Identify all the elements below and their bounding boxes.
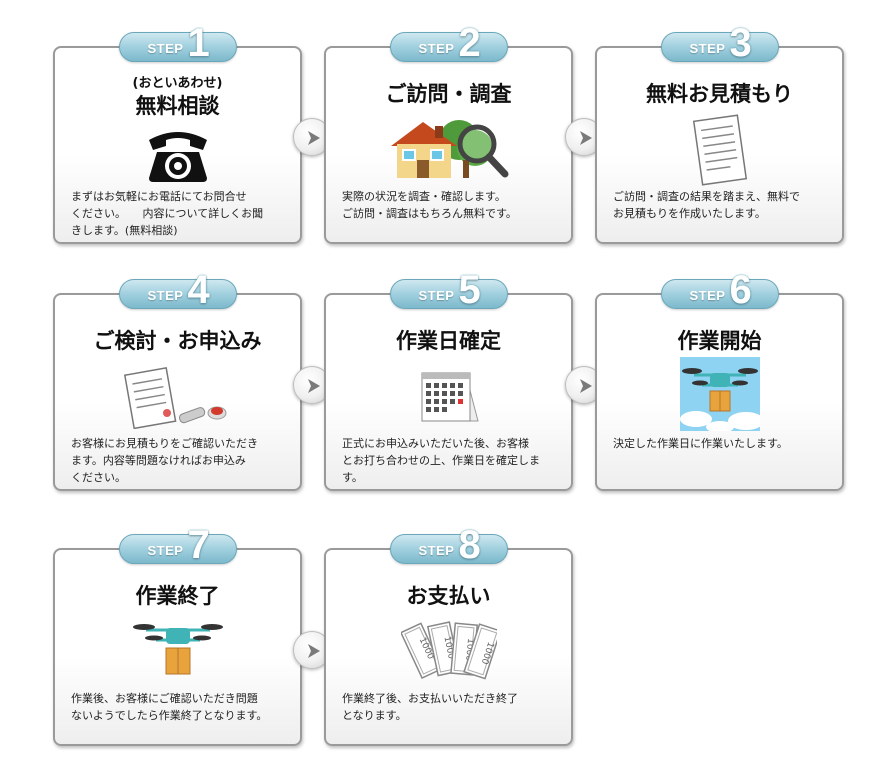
step-number: 1 <box>188 23 210 63</box>
step-number: 6 <box>730 270 752 310</box>
step-number: 2 <box>459 23 481 63</box>
step-description: 作業後、お客様にご確認いただき問題 ないようでしたら作業終了となります。 <box>71 690 288 724</box>
step-badge: STEP 4 <box>119 279 237 309</box>
step-card-6: STEP 6 作業開始 決定した作業日に作業いたします。 <box>595 293 844 491</box>
step-number: 5 <box>459 270 481 310</box>
estimate-document-icon <box>688 114 752 186</box>
banknotes-icon: 1000 1000 1000 1000 <box>401 618 497 682</box>
step-subtitle: (おといあわせ) <box>55 72 300 91</box>
step-card-5: STEP 5 作業日確定 正式にお申込みいただいた後、お客様 とお打ち合わせの上… <box>324 293 573 491</box>
step-label: STEP <box>419 288 455 303</box>
step-card-4: STEP 4 ご検討・お申込み お客様にお見積もりをご確認いただき ます。内容等… <box>53 293 302 491</box>
step-card-7: STEP 7 作業終了 作業後、お客様にご確認いただき問題 ないようでしたら作業… <box>53 548 302 746</box>
step-badge: STEP 6 <box>661 279 779 309</box>
step-number: 4 <box>188 270 210 310</box>
step-description: 決定した作業日に作業いたします。 <box>613 435 830 452</box>
step-number: 8 <box>459 525 481 565</box>
drone-box-icon <box>132 618 224 682</box>
step-label: STEP <box>148 288 184 303</box>
step-label: STEP <box>690 41 726 56</box>
step-title: お支払い <box>326 580 571 610</box>
step-title: 無料お見積もり <box>597 78 842 108</box>
step-description: ご訪問・調査の結果を踏まえ、無料で お見積もりを作成いたします。 <box>613 188 830 222</box>
step-title: 無料相談 <box>55 90 300 120</box>
step-title: 作業終了 <box>55 580 300 610</box>
house-inspection-icon <box>387 116 511 182</box>
step-description: まずはお気軽にお電話にてお問合せ ください。 内容について詳しくお聞 きします。… <box>71 188 288 239</box>
step-badge: STEP 1 <box>119 32 237 62</box>
step-label: STEP <box>419 543 455 558</box>
step-label: STEP <box>148 543 184 558</box>
step-badge: STEP 5 <box>390 279 508 309</box>
step-description: 実際の状況を調査・確認します。 ご訪問・調査はもちろん無料です。 <box>342 188 559 222</box>
step-card-3: STEP 3 無料お見積もり ご訪問・調査の結果を踏まえ、無料で お見積もりを作… <box>595 46 844 244</box>
step-badge: STEP 3 <box>661 32 779 62</box>
step-badge: STEP 7 <box>119 534 237 564</box>
step-badge: STEP 8 <box>390 534 508 564</box>
step-card-2: STEP 2 ご訪問・調査 実際の状況を調査・確認します。 ご訪問・調査はもちろ… <box>324 46 573 244</box>
step-card-8: STEP 8 お支払い 1000 1000 1000 <box>324 548 573 746</box>
step-title: ご検討・お申込み <box>55 325 300 355</box>
calendar-icon <box>416 365 482 425</box>
step-label: STEP <box>148 41 184 56</box>
step-title: 作業日確定 <box>326 325 571 355</box>
step-label: STEP <box>419 41 455 56</box>
contract-stamp-icon <box>121 365 235 429</box>
step-description: 作業終了後、お支払いいただき終了 となります。 <box>342 690 559 724</box>
step-description: 正式にお申込みいただいた後、お客様 とお打ち合わせの上、作業日を確定しま す。 <box>342 435 559 486</box>
step-title: ご訪問・調査 <box>326 78 571 108</box>
drone-sky-icon <box>680 357 760 431</box>
telephone-icon <box>143 126 213 184</box>
step-label: STEP <box>690 288 726 303</box>
step-badge: STEP 2 <box>390 32 508 62</box>
step-card-1: STEP 1 (おといあわせ) 無料相談 まずはお気軽にお電話にてお問合せ くだ… <box>53 46 302 244</box>
step-number: 3 <box>730 23 752 63</box>
step-number: 7 <box>188 525 210 565</box>
step-title: 作業開始 <box>597 325 842 355</box>
step-description: お客様にお見積もりをご確認いただき ます。内容等問題なければお申込み ください。 <box>71 435 288 486</box>
